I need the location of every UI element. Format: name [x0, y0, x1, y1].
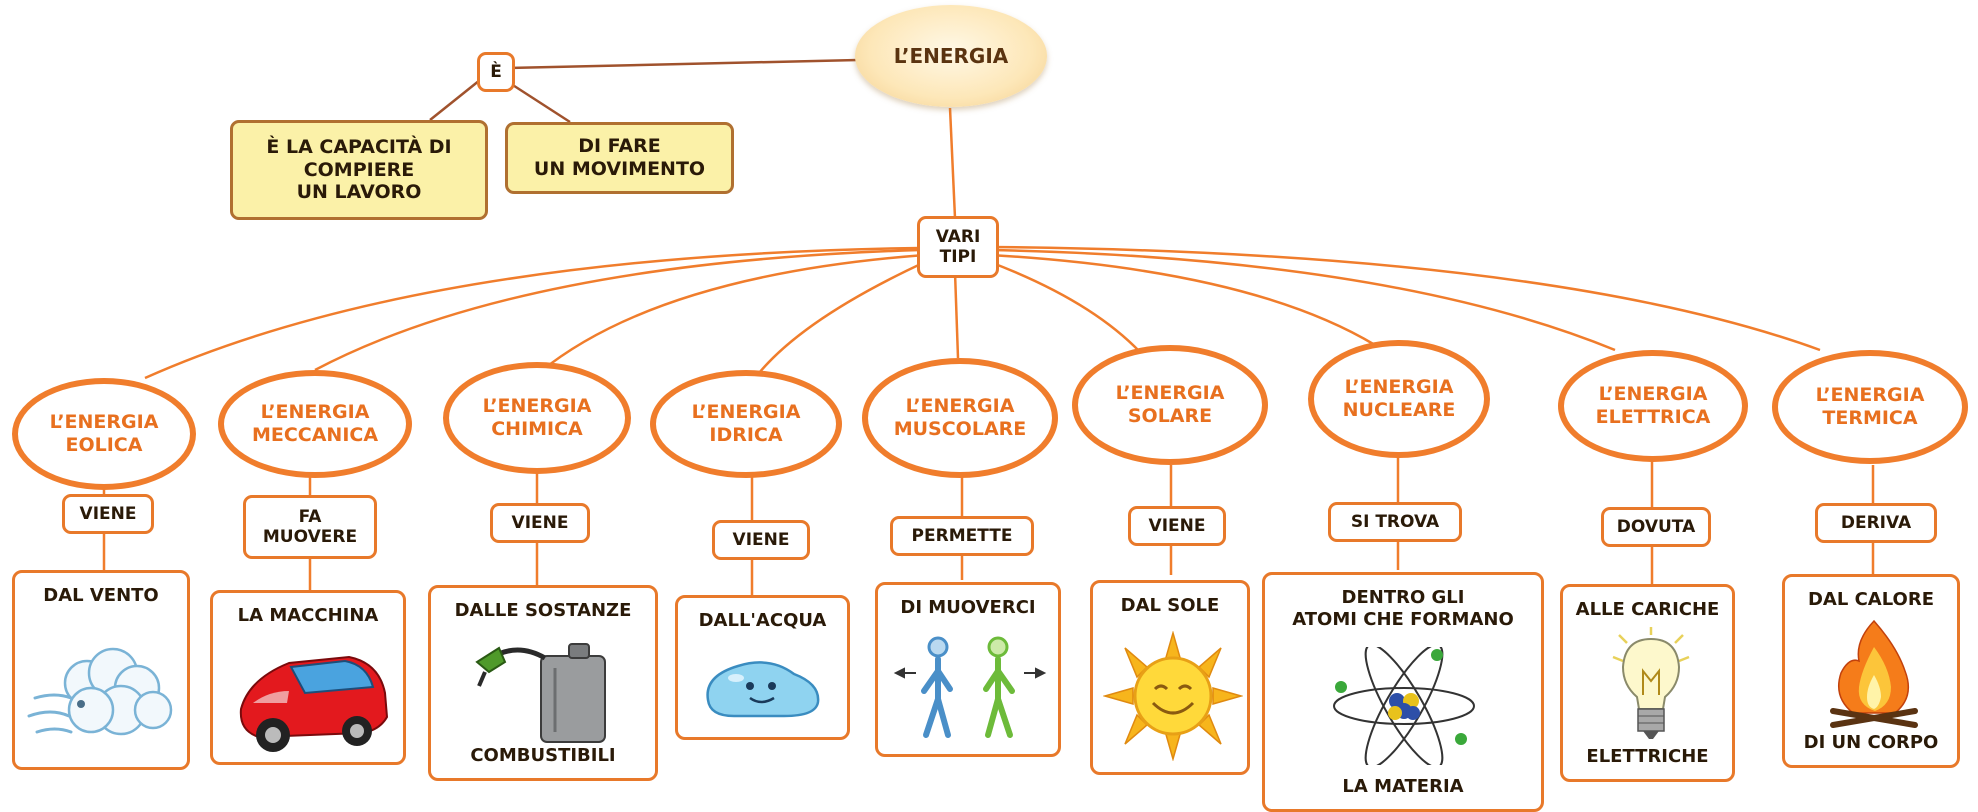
link-nucleare: SI TROVA [1328, 502, 1462, 542]
link-muscolare: PERMETTE [890, 516, 1034, 556]
result-elettrica-text-bottom: ELETTRICHE [1586, 746, 1709, 767]
result-meccanica-text: LA MACCHINA [237, 605, 379, 626]
result-elettrica-text-top: ALLE CARICHE [1575, 599, 1720, 620]
atom-icon [1333, 647, 1475, 765]
result-nucleare-text-top: DENTRO GLI ATOMI CHE FORMANO [1292, 587, 1514, 630]
result-muscolare: DI MUOVERCI [875, 582, 1061, 757]
link-idrica: VIENE [712, 520, 810, 560]
link-termica: DERIVA [1815, 503, 1937, 543]
result-nucleare-text-bottom: LA MATERIA [1342, 776, 1464, 797]
result-nucleare: DENTRO GLI ATOMI CHE FORMANO LA MATERIA [1262, 572, 1544, 812]
definition-link: È [477, 52, 515, 92]
result-meccanica: LA MACCHINA [210, 590, 406, 765]
result-termica-text-bottom: DI UN CORPO [1803, 732, 1939, 753]
definition-box-movement: DI FARE UN MOVIMENTO [505, 122, 734, 194]
root-node: L’ENERGIA [855, 5, 1047, 107]
fuel-can-icon [475, 643, 606, 743]
type-nucleare: L’ENERGIA NUCLEARE [1308, 340, 1490, 458]
type-eolica: L’ENERGIA EOLICA [12, 378, 196, 490]
red-car-icon [239, 655, 389, 752]
walking-people-icon [893, 636, 1047, 738]
definition-box-capacity: È LA CAPACITÀ DI COMPIERE UN LAVORO [230, 120, 488, 220]
result-eolica: DAL VENTO [12, 570, 190, 770]
result-solare-text: DAL SOLE [1120, 595, 1220, 616]
light-bulb-icon [1612, 627, 1690, 739]
type-meccanica: L’ENERGIA MECCANICA [218, 370, 412, 478]
wind-cloud-icon [27, 647, 173, 736]
smiling-sun-icon [1103, 631, 1243, 761]
link-elettrica: DOVUTA [1601, 507, 1711, 547]
result-muscolare-text: DI MUOVERCI [900, 597, 1036, 618]
result-termica: DAL CALORE DI UN CORPO [1782, 574, 1960, 768]
result-chimica: DALLE SOSTANZE COMBUSTIBILI [428, 585, 658, 781]
link-chimica: VIENE [490, 503, 590, 543]
result-chimica-text-top: DALLE SOSTANZE [454, 600, 632, 621]
result-chimica-text-bottom: COMBUSTIBILI [470, 745, 616, 766]
water-drop-icon [706, 661, 820, 718]
campfire-icon [1830, 619, 1918, 728]
link-solare: VIENE [1128, 506, 1226, 546]
result-solare: DAL SOLE [1090, 580, 1250, 775]
link-eolica: VIENE [62, 494, 154, 534]
type-elettrica: L’ENERGIA ELETTRICA [1558, 350, 1748, 462]
type-termica: L’ENERGIA TERMICA [1772, 350, 1968, 464]
link-meccanica: FA MUOVERE [243, 495, 377, 559]
vari-tipi-link: VARI TIPI [917, 216, 999, 278]
type-chimica: L’ENERGIA CHIMICA [443, 362, 631, 474]
result-idrica-text: DALL'ACQUA [698, 610, 827, 631]
result-termica-text-top: DAL CALORE [1807, 589, 1935, 610]
result-elettrica: ALLE CARICHE ELETTRICHE [1560, 584, 1735, 782]
result-eolica-text: DAL VENTO [43, 585, 159, 606]
result-idrica: DALL'ACQUA [675, 595, 850, 740]
type-muscolare: L’ENERGIA MUSCOLARE [862, 358, 1058, 478]
type-solare: L’ENERGIA SOLARE [1072, 345, 1268, 465]
type-idrica: L’ENERGIA IDRICA [650, 370, 842, 478]
